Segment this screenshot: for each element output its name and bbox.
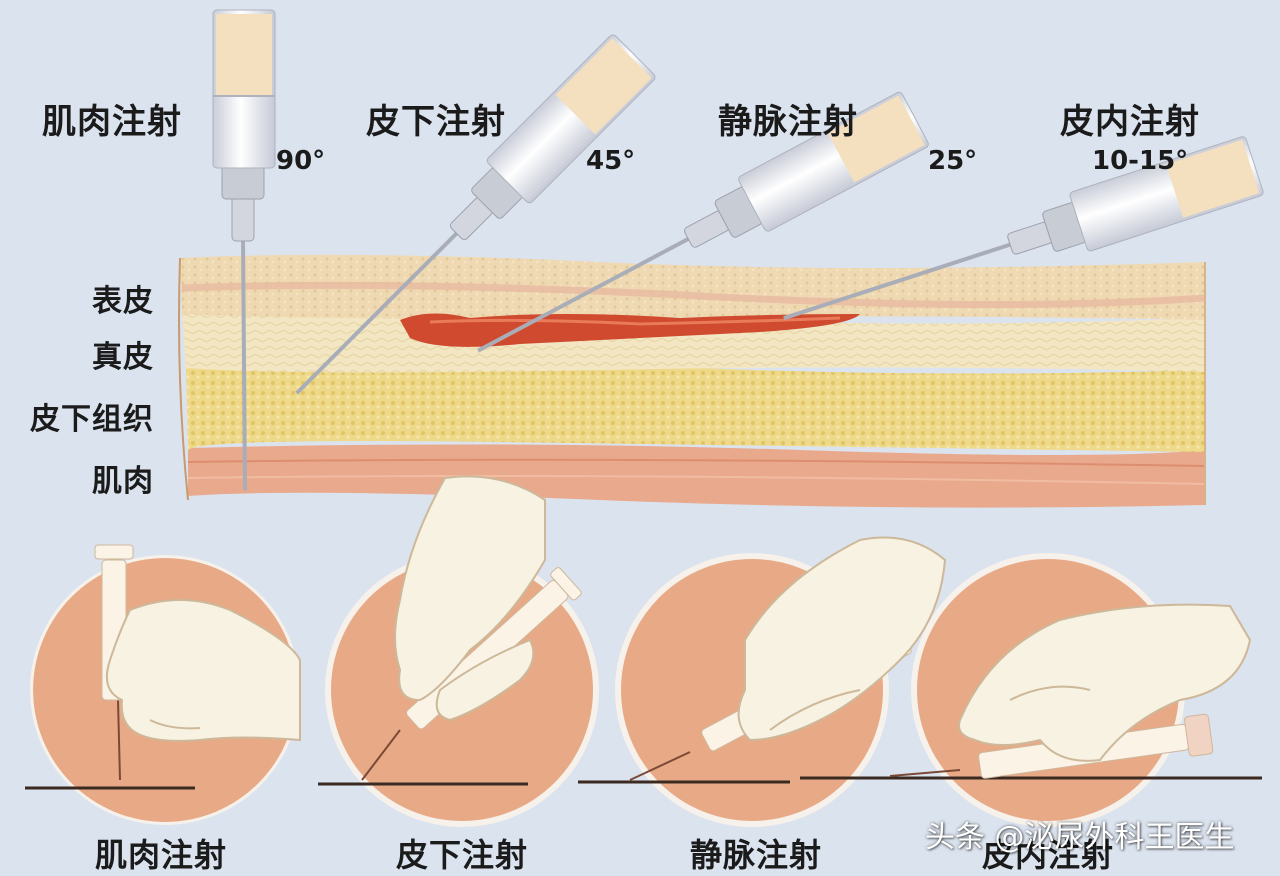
technique-circle-intramuscular <box>25 544 301 825</box>
label-subcutaneous-bottom: 皮下注射 <box>396 836 529 874</box>
label-intravenous-bottom: 静脉注射 <box>690 836 823 874</box>
label-intravenous-top: 静脉注射 <box>718 102 858 142</box>
label-intradermal-top: 皮内注射 <box>1060 102 1200 142</box>
angle-intravenous: 25° <box>928 146 978 176</box>
technique-circle-intravenous <box>578 536 947 827</box>
layer-label-epidermis: 表皮 <box>92 284 154 319</box>
angle-subcutaneous: 45° <box>586 146 636 176</box>
technique-circle-intradermal <box>800 553 1262 827</box>
syringe-intradermal <box>783 136 1264 321</box>
layer-label-dermis: 真皮 <box>92 340 154 375</box>
watermark: 头条 @泌尿外科王医生 <box>925 820 1235 855</box>
label-intramuscular-bottom: 肌肉注射 <box>95 836 228 874</box>
label-subcutaneous-top: 皮下注射 <box>366 102 506 142</box>
angle-intradermal: 10-15° <box>1092 146 1189 176</box>
syringe-intravenous <box>477 91 929 353</box>
angle-intramuscular: 90° <box>276 146 326 176</box>
syringe-subcutaneous <box>295 34 656 395</box>
label-intradermal-bottom: 皮内注射 <box>982 836 1115 874</box>
technique-circle-subcutaneous <box>318 475 599 827</box>
subcutaneous-fat-layer <box>186 362 1205 452</box>
layer-label-muscle: 肌肉 <box>92 464 154 499</box>
layer-label-subcutaneous-tissue: 皮下组织 <box>30 402 154 437</box>
skin-cross-section <box>178 254 1206 508</box>
syringe-intramuscular <box>212 9 276 491</box>
label-intramuscular-top: 肌肉注射 <box>42 102 182 142</box>
